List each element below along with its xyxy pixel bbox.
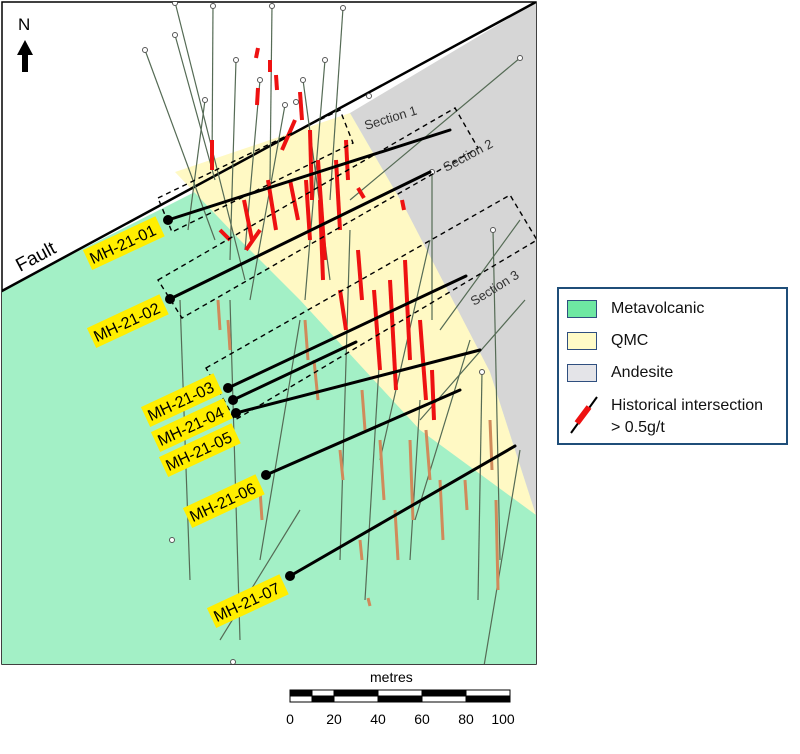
north-arrow: N (17, 15, 33, 72)
scale-tick-80: 80 (458, 711, 474, 727)
planned-collars (163, 215, 295, 581)
scale-tick-0: 0 (286, 711, 294, 727)
scale-tick-20: 20 (326, 711, 342, 727)
scale-segments (289, 689, 511, 703)
section-1-box (157, 109, 354, 233)
north-arrow-icon (17, 40, 33, 72)
legend-item-andesite: Andesite (567, 364, 673, 382)
andesite-swatch (567, 364, 597, 382)
andesite-unit (350, 2, 536, 515)
legend-label: QMC (611, 332, 649, 349)
legend: Metavolcanic QMC Andesite Historical int… (557, 287, 788, 445)
north-label: N (18, 15, 30, 34)
legend-item-qmc: QMC (567, 332, 648, 350)
scale-title: metres (370, 669, 413, 685)
planned-drill-holes (166, 128, 517, 578)
legend-historical-text: Historical intersection > 0.5g/t (611, 395, 763, 439)
section-boxes (157, 107, 536, 421)
metavolcanic-swatch (567, 300, 597, 318)
section-2-box (157, 107, 479, 319)
legend-item-metavolcanic: Metavolcanic (567, 300, 704, 318)
historic-assay-marks (216, 299, 500, 607)
fault-line (2, 2, 536, 293)
scale-tick-100: 100 (491, 711, 515, 727)
scale-tick-40: 40 (370, 711, 386, 727)
legend-label: Andesite (611, 364, 674, 381)
scale-tick-60: 60 (414, 711, 430, 727)
legend-historical-line2: > 0.5g/t (611, 419, 665, 436)
qmc-swatch (567, 332, 597, 350)
scale-ticks: 0 20 40 60 80 100 (286, 711, 515, 727)
scale-bar: metres 0 20 40 60 80 100 (286, 669, 515, 727)
legend-historical-line1: Historical intersection (611, 397, 764, 414)
legend-label: Metavolcanic (611, 300, 705, 317)
historical-intersection-icon (570, 396, 598, 434)
historical-collars (142, 2, 523, 664)
